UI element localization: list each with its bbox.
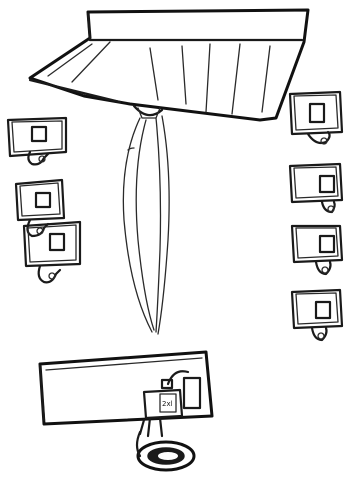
desk: [40, 352, 212, 424]
monitor-right-1: [290, 92, 342, 144]
monitor-left-1: [8, 118, 66, 164]
monitor-left-3: [24, 222, 80, 282]
monitor-right-4: [292, 290, 342, 340]
desk-label: 2xl: [162, 400, 173, 408]
monitor-right-2: [290, 164, 342, 212]
projection-beam: [123, 116, 169, 334]
monitor-right-3: [292, 226, 342, 274]
chair: [137, 418, 194, 470]
desk-monitor: 2xl: [144, 390, 182, 418]
projection-screen: [30, 10, 308, 120]
